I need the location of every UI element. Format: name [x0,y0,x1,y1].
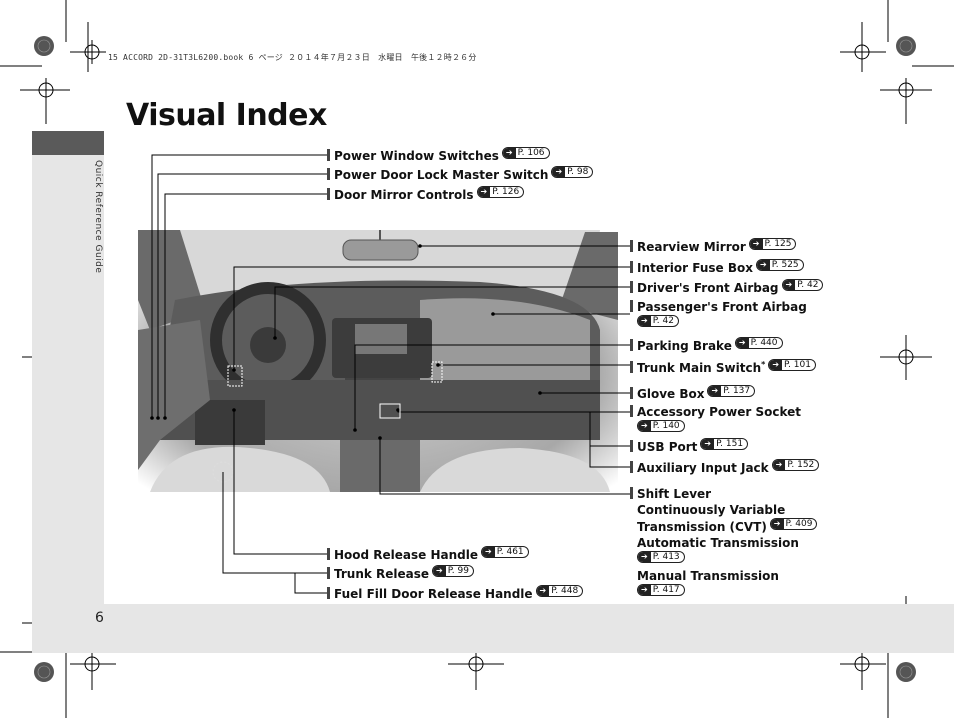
callout-accessory-power-socket: Accessory Power Socket ➔P. 140 [630,404,801,437]
page-ref[interactable]: ➔P. 140 [637,420,685,432]
page-ref[interactable]: ➔P. 106 [501,147,550,159]
callout-trunk-release: Trunk Release➔P. 99 [327,565,474,582]
page-title: Visual Index [126,98,327,133]
page-ref[interactable]: ➔P. 152 [771,459,820,471]
callout-interior-fuse-box: Interior Fuse Box➔P. 525 [630,259,804,276]
callout-trunk-main-switch: Trunk Main Switch*➔P. 101 [630,357,816,376]
callout-parking-brake: Parking Brake➔P. 440 [630,337,783,354]
callout-door-mirror-controls: Door Mirror Controls➔P. 126 [327,186,525,203]
callout-passengers-front-airbag: Passenger's Front Airbag ➔P. 42 [630,299,807,332]
page-ref[interactable]: ➔P. 409 [769,518,818,530]
print-header: 15 ACCORD 2D-31T3L6200.book 6 ページ ２０１４年７… [108,53,477,62]
page-ref[interactable]: ➔P. 99 [432,565,474,577]
page-ref[interactable]: ➔P. 98 [551,166,594,178]
page-ref[interactable]: ➔P. 440 [734,337,783,349]
page-ref[interactable]: ➔P. 417 [637,584,685,596]
footer-band [104,604,954,653]
page-ref[interactable]: ➔P. 42 [637,315,679,327]
page-ref[interactable]: ➔P. 125 [748,238,797,250]
callout-usb-port: USB Port➔P. 151 [630,438,749,455]
page-ref[interactable]: ➔P. 525 [756,259,804,271]
callout-glove-box: Glove Box➔P. 137 [630,385,756,402]
page-ref[interactable]: ➔P. 137 [707,385,756,397]
page-ref[interactable]: ➔P. 42 [781,279,824,291]
callout-drivers-front-airbag: Driver's Front Airbag➔P. 42 [630,279,824,296]
page-ref[interactable]: ➔P. 413 [637,551,685,563]
page-ref[interactable]: ➔P. 151 [700,438,749,450]
callout-fuel-fill-door-release-handle: Fuel Fill Door Release Handle➔P. 448 [327,585,584,602]
page-ref[interactable]: ➔P. 461 [481,546,529,558]
sidebar [32,131,104,653]
callout-hood-release-handle: Hood Release Handle➔P. 461 [327,546,529,563]
callout-auxiliary-input-jack: Auxiliary Input Jack➔P. 152 [630,459,820,476]
section-label: Quick Reference Guide [93,160,103,274]
callout-rearview-mirror: Rearview Mirror➔P. 125 [630,238,797,255]
page-ref[interactable]: ➔P. 101 [768,359,816,371]
sidebar-tab [32,131,104,155]
callout-shift-lever: Shift Lever Continuously Variable Transm… [630,486,818,601]
callout-power-door-lock-master-switch: Power Door Lock Master Switch➔P. 98 [327,166,594,183]
page-ref[interactable]: ➔P. 126 [476,186,525,198]
page-number: 6 [95,610,104,626]
callout-power-window-switches: Power Window Switches➔P. 106 [327,147,550,164]
page-ref[interactable]: ➔P. 448 [535,585,584,597]
